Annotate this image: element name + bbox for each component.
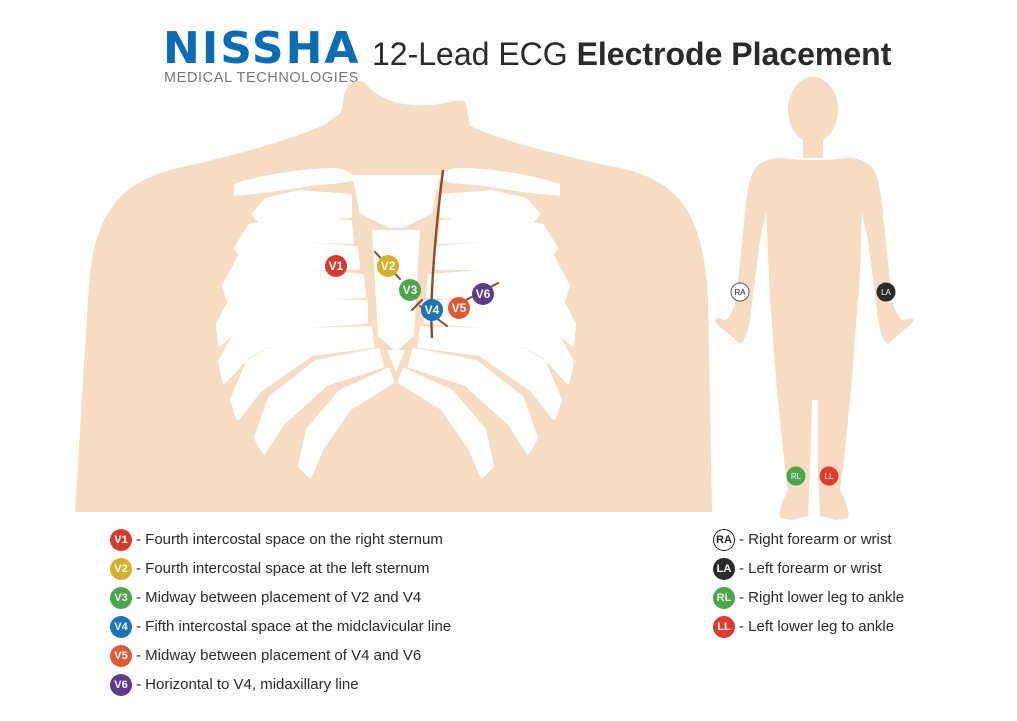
legend-item-la: LA- Left forearm or wrist [713,554,904,583]
electrode-v2-dot [377,255,399,277]
legend-item-v3: V3- Midway between placement of V2 and V… [110,583,451,612]
legend-item-v1: V1- Fourth intercostal space on the righ… [110,525,451,554]
electrode-v5-label: V5 [452,301,467,315]
ribs [216,190,576,478]
electrode-v3: V3 [399,279,421,301]
legend-chip-ra: RA [713,528,735,551]
legend-chip-v6: V6 [110,673,132,696]
electrode-v6: V6 [472,283,494,305]
legend-text-v4: - Fifth intercostal space at the midclav… [136,618,452,635]
legend-chip-v5: V5 [110,644,132,667]
electrode-v1-label: V1 [329,259,344,273]
legend-text-la: - Left forearm or wrist [739,560,882,577]
legend-text-v1: - Fourth intercostal space on the right … [136,531,443,548]
electrode-ra: RA [730,282,750,302]
rib-left-7 [408,348,538,454]
title-bold: Electrode Placement [576,36,892,72]
legend-item-v2: V2- Fourth intercostal space at the left… [110,554,451,583]
legend-chip-v3: V3 [110,586,132,609]
legend-chip-v4: V4 [110,615,132,638]
rib-left-8 [398,368,494,478]
legend-text-v3: - Midway between placement of V2 and V4 [136,589,422,606]
legend-text-v5: - Midway between placement of V4 and V6 [136,647,422,664]
electrode-v2: V2 [377,255,399,277]
electrode-v5-dot [448,297,470,319]
legend-text-rl: - Right lower leg to ankle [739,589,905,606]
rib-left-1 [440,190,540,226]
title-light: 12-Lead ECG [372,36,568,72]
legend-chip-ll: LL [713,615,735,638]
legend-chip-v2: V2 [110,557,132,580]
legend-chip-v1: V1 [110,528,132,551]
electrode-v1: V1 [325,255,347,277]
electrode-la-dot [876,282,896,302]
chest-lead-legend: V1- Fourth intercostal space on the righ… [110,525,451,699]
legend-item-v5: V5- Midway between placement of V4 and V… [110,641,451,670]
electrode-v3-dot [399,279,421,301]
legend-chip-la: LA [713,557,735,580]
legend-item-rl: RL- Right lower leg to ankle [713,583,904,612]
legend-chip-rl: RL [713,586,735,609]
legend-text-ra: - Right forearm or wrist [739,531,892,548]
electrode-la-label: LA [881,288,891,297]
electrode-v6-label: V6 [476,287,491,301]
electrode-ll-label: LL [825,472,834,481]
electrode-rl-dot [786,466,806,486]
rib-left-4 [426,268,576,346]
legend-text-ll: - Left lower leg to ankle [739,618,895,635]
page-title: 12-Lead ECG Electrode Placement [372,38,891,70]
legend-text-v6: - Horizontal to V4, midaxillary line [136,676,359,693]
electrode-ll: LL [819,466,839,486]
electrode-la: LA [876,282,896,302]
rib-right-7 [254,348,384,454]
body-silhouette [714,77,914,520]
electrode-v4-dot [421,299,443,321]
logo-subtitle: MEDICAL TECHNOLOGIES [164,70,359,86]
limb-electrodes: RA LA RL LL [730,282,896,486]
rib-left-6 [418,326,562,420]
rib-right-6 [230,326,374,420]
electrode-ra-label: RA [734,288,746,297]
electrode-v3-label: V3 [403,283,418,297]
electrode-ra-dot [730,282,750,302]
electrode-v4-label: V4 [425,303,440,317]
rib-right-1 [252,190,352,226]
electrode-v2-label: V2 [381,259,396,273]
clavicles [234,167,560,196]
electrode-v5: V5 [448,297,470,319]
rib-right-5 [218,298,368,384]
legend-item-ll: LL- Left lower leg to ankle [713,612,904,641]
rib-right-4 [216,268,366,346]
legend-item-ra: RA- Right forearm or wrist [713,525,904,554]
electrode-v6-dot [472,283,494,305]
electrode-v1-dot [325,255,347,277]
legend-item-v6: V6- Horizontal to V4, midaxillary line [110,670,451,699]
legend-text-v2: - Fourth intercostal space at the left s… [136,560,430,577]
electrode-ll-dot [819,466,839,486]
nissha-logo: NISSHA [163,23,361,74]
rib-left-5 [424,298,574,384]
rib-right-8 [298,368,394,478]
electrode-rl: RL [786,466,806,486]
electrode-v4: V4 [421,299,443,321]
electrode-rl-label: RL [791,472,802,481]
legend-item-v4: V4- Fifth intercostal space at the midcl… [110,612,451,641]
